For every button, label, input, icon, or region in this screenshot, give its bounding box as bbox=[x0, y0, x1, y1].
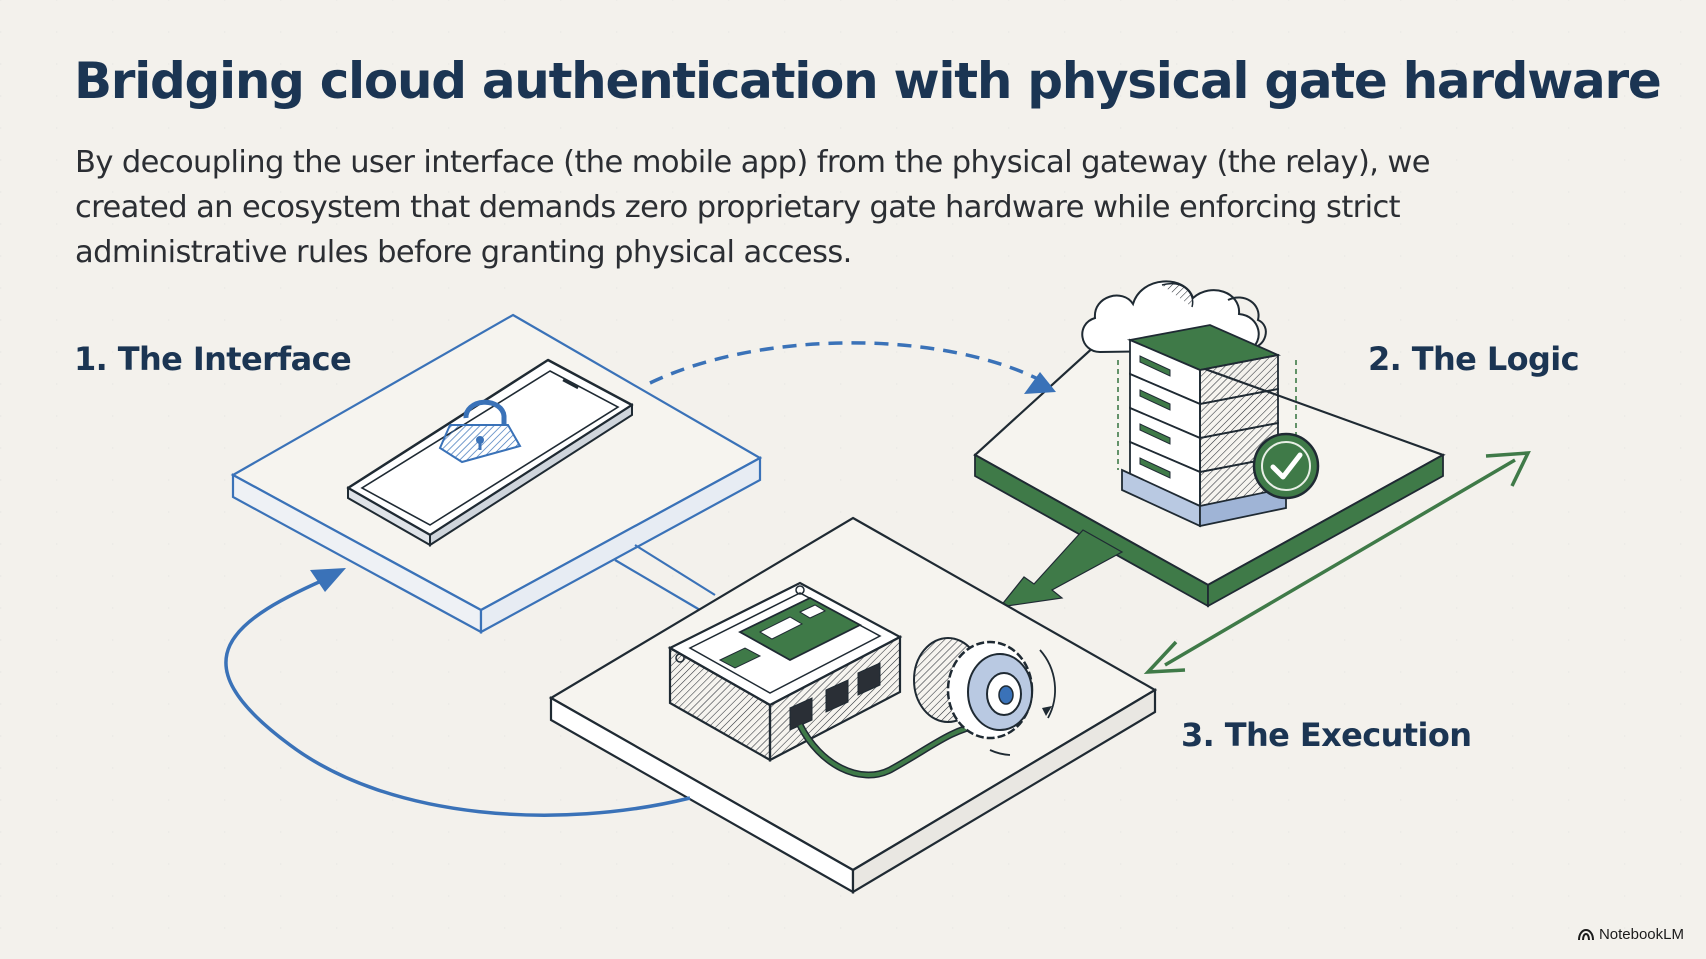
flow-arrow-interface-to-logic bbox=[649, 341, 1056, 394]
brand-text: NotebookLM bbox=[1598, 926, 1684, 943]
relay-board-gear-motor-icon bbox=[667, 581, 1056, 779]
cloud-server-check-icon bbox=[1081, 280, 1320, 528]
notebooklm-branding: NotebookLM bbox=[1577, 926, 1684, 943]
flow-arrow-logic-execution bbox=[1143, 451, 1531, 674]
stage-label-interface: 1. The Interface bbox=[74, 340, 352, 378]
stage-label-logic: 2. The Logic bbox=[1368, 340, 1580, 378]
stage-label-execution: 3. The Execution bbox=[1181, 716, 1472, 754]
flow-arrow-execution-to-interface bbox=[224, 568, 691, 817]
page-title: Bridging cloud authentication with physi… bbox=[74, 52, 1662, 110]
smartphone-lock-icon bbox=[346, 358, 634, 547]
notebooklm-logo-icon bbox=[1577, 928, 1594, 940]
subtitle: By decoupling the user interface (the mo… bbox=[75, 145, 1431, 270]
